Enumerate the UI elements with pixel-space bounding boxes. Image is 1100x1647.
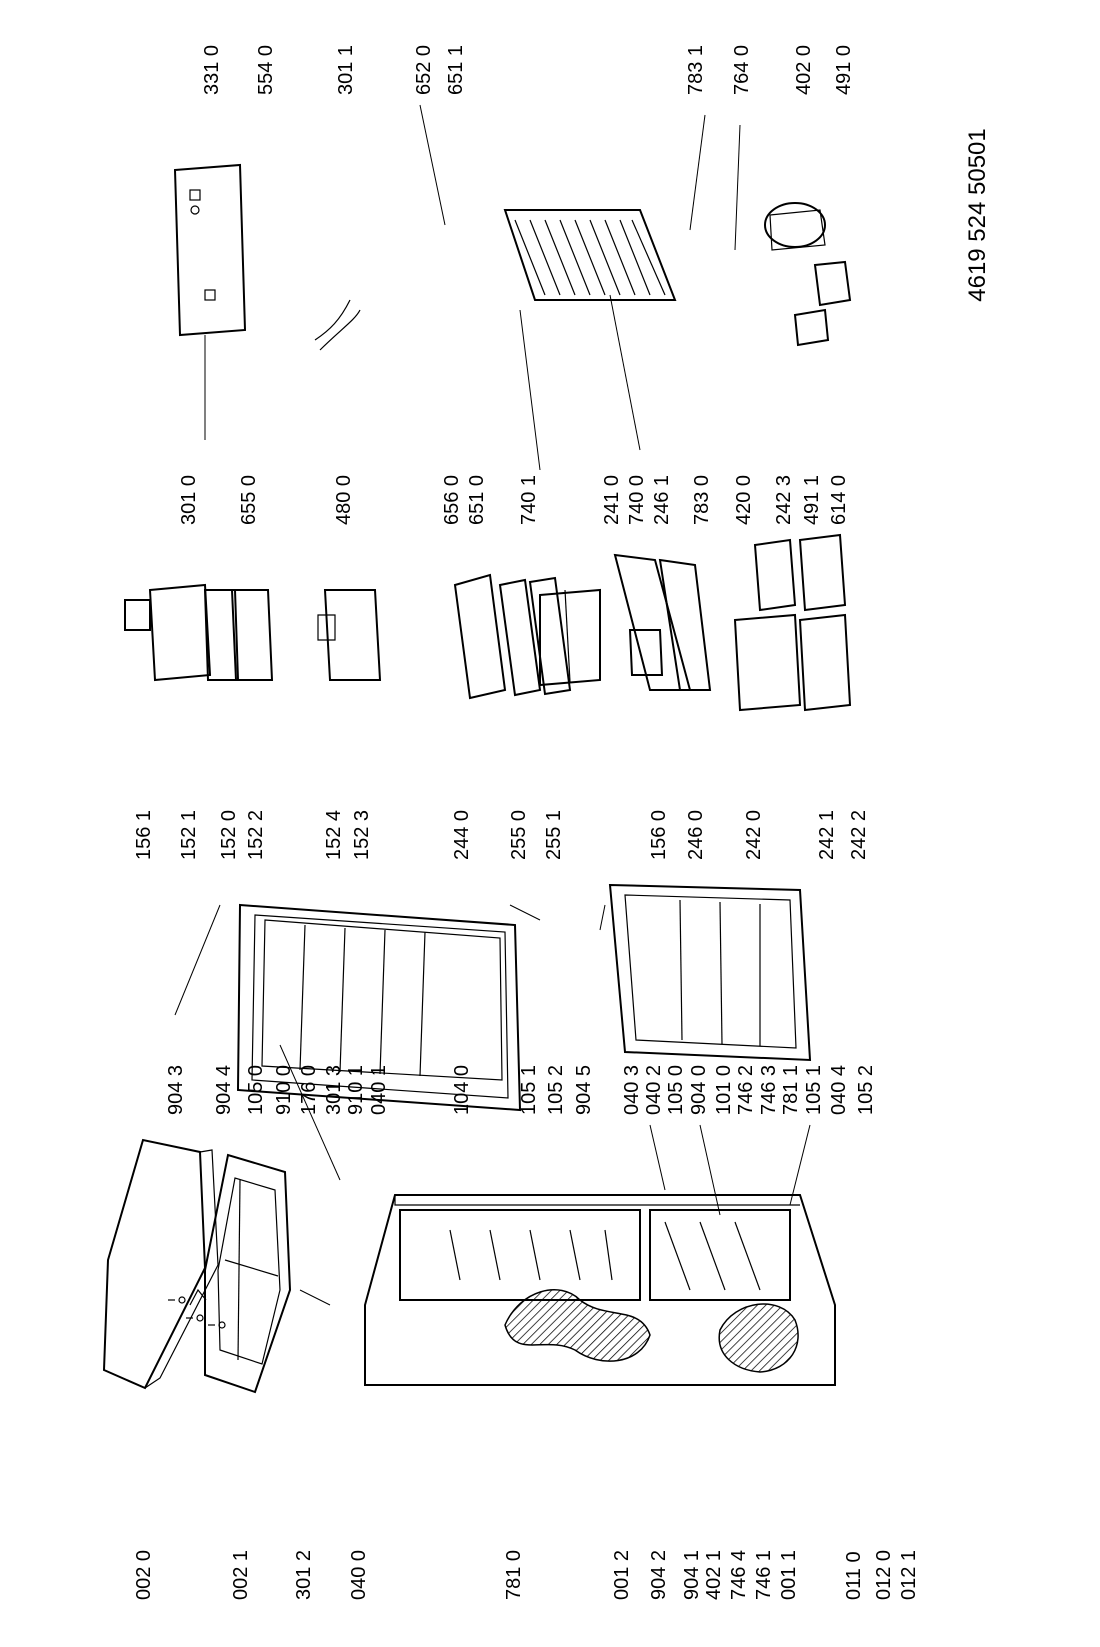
label-column-5: 331 0 554 0 301 1 652 0 651 1 783 1 764 0 402 0… — [201, 45, 855, 95]
part-number-label: 012 0 — [873, 1550, 895, 1600]
part-number-label: 904 0 — [688, 1065, 710, 1115]
part-number-label: 491 1 — [801, 475, 823, 525]
part-number-label: 040 2 — [643, 1065, 665, 1115]
part-number-label: 904 2 — [648, 1550, 670, 1600]
part-number-label: 764 0 — [731, 45, 753, 95]
part-number-label: 246 0 — [685, 810, 707, 860]
shelves — [453, 573, 601, 700]
part-number-label: 652 0 — [413, 45, 435, 95]
part-number-label: 402 1 — [703, 1550, 725, 1600]
cutaway-top — [504, 1289, 651, 1362]
part-number-label: 255 0 — [508, 810, 530, 860]
part-number-label: 040 4 — [828, 1065, 850, 1115]
part-number-label: 402 0 — [793, 45, 815, 95]
part-number-label: 651 0 — [466, 475, 488, 525]
part-number-label: 301 3 — [323, 1065, 345, 1115]
part-number-label: 614 0 — [828, 475, 850, 525]
part-number-label: 105 0 — [245, 1065, 267, 1115]
part-number-label: 491 0 — [833, 45, 855, 95]
part-number-label: 554 0 — [255, 45, 277, 95]
part-number-label: 156 0 — [648, 810, 670, 860]
part-number-label: 740 0 — [626, 475, 648, 525]
part-number-label: 781 1 — [780, 1065, 802, 1115]
part-number-label: 241 0 — [601, 475, 623, 525]
part-number-label: 783 0 — [691, 475, 713, 525]
part-number-label: 040 1 — [368, 1065, 390, 1115]
top-frame-part — [204, 1153, 292, 1394]
condenser-part — [503, 209, 677, 301]
part-number-label: 244 0 — [451, 810, 473, 860]
part-number-label: 910 1 — [345, 1065, 367, 1115]
part-number-label: 002 1 — [230, 1550, 252, 1600]
part-number-label: 904 3 — [165, 1065, 187, 1115]
door-balconies — [124, 583, 382, 682]
part-number-label: 246 1 — [651, 475, 673, 525]
part-number-label: 040 3 — [621, 1065, 643, 1115]
part-number-label: 176 0 — [298, 1065, 320, 1115]
part-number-label: 655 0 — [238, 475, 260, 525]
part-number-label: 105 2 — [545, 1065, 567, 1115]
part-number-label: 746 1 — [753, 1550, 775, 1600]
part-number-label: 910 0 — [273, 1065, 295, 1115]
top-lid-part — [102, 1138, 219, 1390]
part-number-label: 242 3 — [773, 475, 795, 525]
part-number-label: 011 0 — [843, 1551, 865, 1600]
part-number-label: 746 3 — [758, 1065, 780, 1115]
leader-lines — [174, 104, 811, 1306]
part-number-label: 105 1 — [803, 1065, 825, 1115]
part-number-label: 781 0 — [503, 1550, 525, 1600]
upper-door-part — [236, 903, 522, 1112]
part-number-label: 904 4 — [213, 1065, 235, 1115]
part-number-label: 156 1 — [133, 810, 155, 860]
part-number-label: 002 0 — [133, 1550, 155, 1600]
part-number-label: 746 2 — [735, 1065, 757, 1115]
part-number-label: 001 1 — [778, 1550, 800, 1600]
part-number-label: 152 1 — [178, 810, 200, 860]
cutaway-bottom — [718, 1303, 799, 1373]
part-number-label: 012 1 — [898, 1550, 920, 1600]
control-panel-part — [173, 163, 247, 337]
part-number-label: 651 1 — [445, 45, 467, 95]
part-number-label: 904 5 — [573, 1065, 595, 1115]
part-number-label: 104 0 — [451, 1065, 473, 1115]
compressor-part — [764, 202, 852, 347]
freezer-shelves — [613, 533, 852, 712]
part-number-label: 152 3 — [351, 810, 373, 860]
part-number-label: 301 0 — [178, 475, 200, 525]
part-number-label: 105 2 — [855, 1065, 877, 1115]
part-number-label: 105 0 — [665, 1065, 687, 1115]
part-number-label: 480 0 — [333, 475, 355, 525]
document-code: 4619 524 50501 — [964, 128, 991, 302]
part-number-label: 331 0 — [201, 45, 223, 95]
part-number-label: 242 1 — [816, 810, 838, 860]
top-screws — [168, 1296, 226, 1329]
part-number-label: 242 2 — [848, 810, 870, 860]
cabinet-body-part — [364, 1194, 836, 1386]
part-number-label: 001 2 — [611, 1550, 633, 1600]
label-column-1: 002 0 002 1 301 2 040 0 781 0 001 2 904 2 904 1… — [133, 1550, 920, 1600]
part-number-label: 783 1 — [685, 45, 707, 95]
part-number-label: 101 0 — [713, 1065, 735, 1115]
part-number-label: 152 0 — [218, 810, 240, 860]
part-number-label: 746 4 — [728, 1550, 750, 1600]
part-number-label: 105 1 — [518, 1065, 540, 1115]
part-number-label: 656 0 — [441, 475, 463, 525]
part-number-label: 040 0 — [348, 1550, 370, 1600]
part-number-label: 255 1 — [543, 810, 565, 860]
part-number-label: 420 0 — [733, 475, 755, 525]
wiring-harness-part — [314, 299, 361, 351]
part-number-label: 904 1 — [681, 1550, 703, 1600]
part-number-label: 152 4 — [323, 810, 345, 860]
part-number-label: 301 1 — [335, 45, 357, 95]
part-number-label: 152 2 — [245, 810, 267, 860]
part-number-label: 301 2 — [293, 1550, 315, 1600]
part-number-label: 242 0 — [743, 810, 765, 860]
lower-door-part — [608, 883, 812, 1062]
part-number-label: 740 1 — [518, 475, 540, 525]
